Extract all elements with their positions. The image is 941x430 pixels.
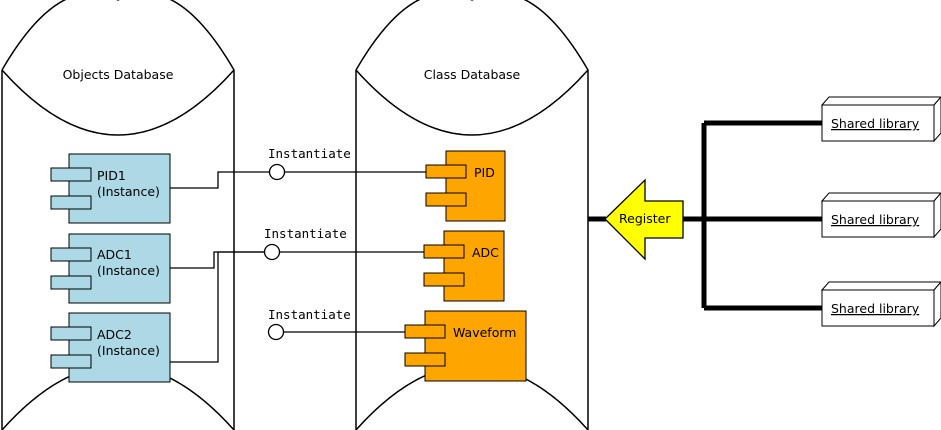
class-database-title: Class Database bbox=[424, 67, 521, 82]
shared-library-2[interactable]: Shared library bbox=[820, 192, 941, 239]
register-label: Register bbox=[619, 211, 671, 226]
objects-database-title: Objects Database bbox=[63, 67, 174, 82]
interface-label-2: Instantiate bbox=[264, 226, 347, 241]
instance-adc2[interactable]: ADC2 (Instance) bbox=[50, 312, 171, 383]
class-waveform-label: Waveform bbox=[453, 325, 516, 340]
instance-pid1-type: (Instance) bbox=[97, 184, 160, 199]
instance-adc2-name: ADC2 bbox=[97, 327, 132, 342]
instance-adc1-type: (Instance) bbox=[97, 263, 160, 278]
class-pid-label: PID bbox=[474, 165, 495, 180]
interface-instantiate-1: Instantiate bbox=[268, 146, 351, 181]
interface-instantiate-2: Instantiate bbox=[263, 226, 347, 261]
library-bus bbox=[588, 120, 822, 311]
class-adc-label: ADC bbox=[472, 245, 499, 260]
shared-library-1[interactable]: Shared library bbox=[820, 96, 941, 143]
interface-label-3: Instantiate bbox=[268, 307, 351, 322]
instance-pid1-name: PID1 bbox=[97, 168, 126, 183]
shared-library-3[interactable]: Shared library bbox=[820, 281, 941, 328]
instance-adc1-name: ADC1 bbox=[97, 247, 132, 262]
shared-library-1-label: Shared library bbox=[831, 116, 920, 131]
shared-library-3-label: Shared library bbox=[831, 301, 920, 316]
instance-adc2-type: (Instance) bbox=[97, 343, 160, 358]
interface-instantiate-3: Instantiate bbox=[267, 307, 351, 341]
instantiate-connectors bbox=[170, 171, 426, 363]
class-adc[interactable]: ADC bbox=[423, 230, 505, 302]
interface-label-1: Instantiate bbox=[268, 146, 351, 161]
instance-pid1[interactable]: PID1 (Instance) bbox=[50, 153, 171, 224]
class-pid[interactable]: PID bbox=[425, 150, 506, 222]
instance-adc1[interactable]: ADC1 (Instance) bbox=[50, 233, 171, 304]
class-waveform[interactable]: Waveform bbox=[404, 310, 527, 382]
register-arrow[interactable]: Register bbox=[604, 178, 684, 261]
shared-library-2-label: Shared library bbox=[831, 212, 920, 227]
